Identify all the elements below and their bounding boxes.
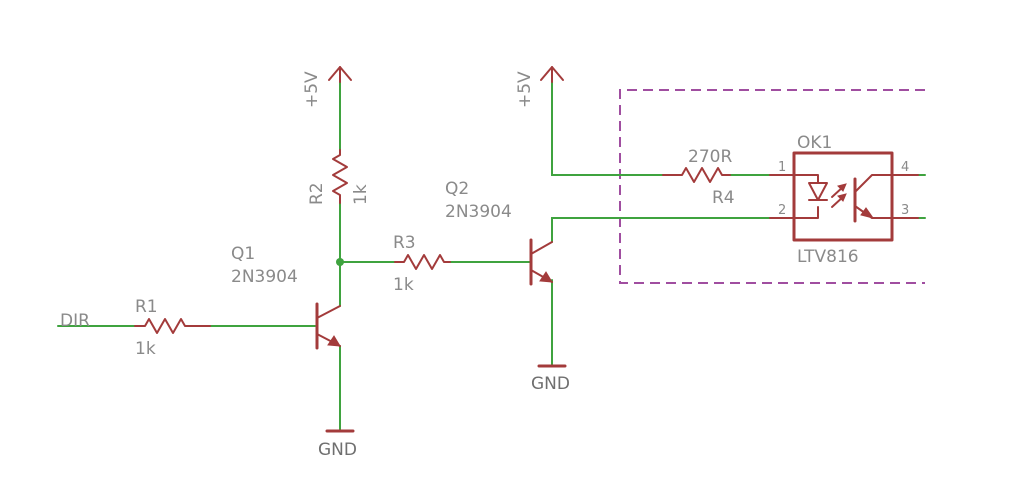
- module-frame: [619, 89, 925, 284]
- wires: [57, 77, 926, 431]
- supply-5v-1: +5V: [302, 66, 352, 108]
- light-arrows-icon: [831, 183, 847, 208]
- optocoupler-ok1: OK1 LTV816 1 2 3 4: [769, 133, 919, 267]
- r2-value: 1k: [351, 184, 371, 205]
- junction-node: [336, 258, 344, 266]
- dir-net-label: DIR: [60, 311, 90, 331]
- ok1-pin-3: 3: [901, 203, 909, 218]
- ground-1: GND: [318, 429, 357, 460]
- ok1-name: OK1: [797, 133, 832, 153]
- wire-q2-ok1-pin2: [551, 217, 795, 243]
- transistor-q1: Q1 2N3904: [231, 244, 341, 350]
- ok1-part: LTV816: [797, 247, 859, 267]
- r1-value: 1k: [135, 339, 156, 359]
- ground-2-label: GND: [531, 374, 570, 394]
- supply-5v-2: +5V: [515, 66, 564, 108]
- resistor-r3: R3 1k: [393, 233, 451, 295]
- q1-part: 2N3904: [231, 267, 298, 287]
- wire-5v-r4: [551, 77, 664, 176]
- r3-name: R3: [393, 233, 416, 253]
- r4-value: 270R: [688, 147, 732, 167]
- ok1-pin-2: 2: [778, 203, 786, 218]
- transistor-q2: Q2 2N3904: [445, 179, 553, 286]
- r3-value: 1k: [393, 275, 414, 295]
- q1-name: Q1: [231, 244, 255, 264]
- resistor-r4: 270R R4: [662, 147, 735, 208]
- ok1-pin-4: 4: [901, 160, 909, 175]
- q2-name: Q2: [445, 179, 469, 199]
- ok1-pin-1: 1: [778, 160, 786, 175]
- ground-2: GND: [531, 364, 570, 394]
- r1-name: R1: [135, 297, 158, 317]
- resistor-r2: R2 1k: [307, 149, 371, 205]
- supply-5v-1-label: +5V: [302, 71, 322, 108]
- r2-name: R2: [307, 182, 327, 205]
- supply-5v-2-label: +5V: [515, 71, 535, 108]
- resistor-r1: R1 1k: [134, 297, 211, 359]
- r4-name: R4: [712, 188, 735, 208]
- q2-part: 2N3904: [445, 202, 512, 222]
- ground-1-label: GND: [318, 440, 357, 460]
